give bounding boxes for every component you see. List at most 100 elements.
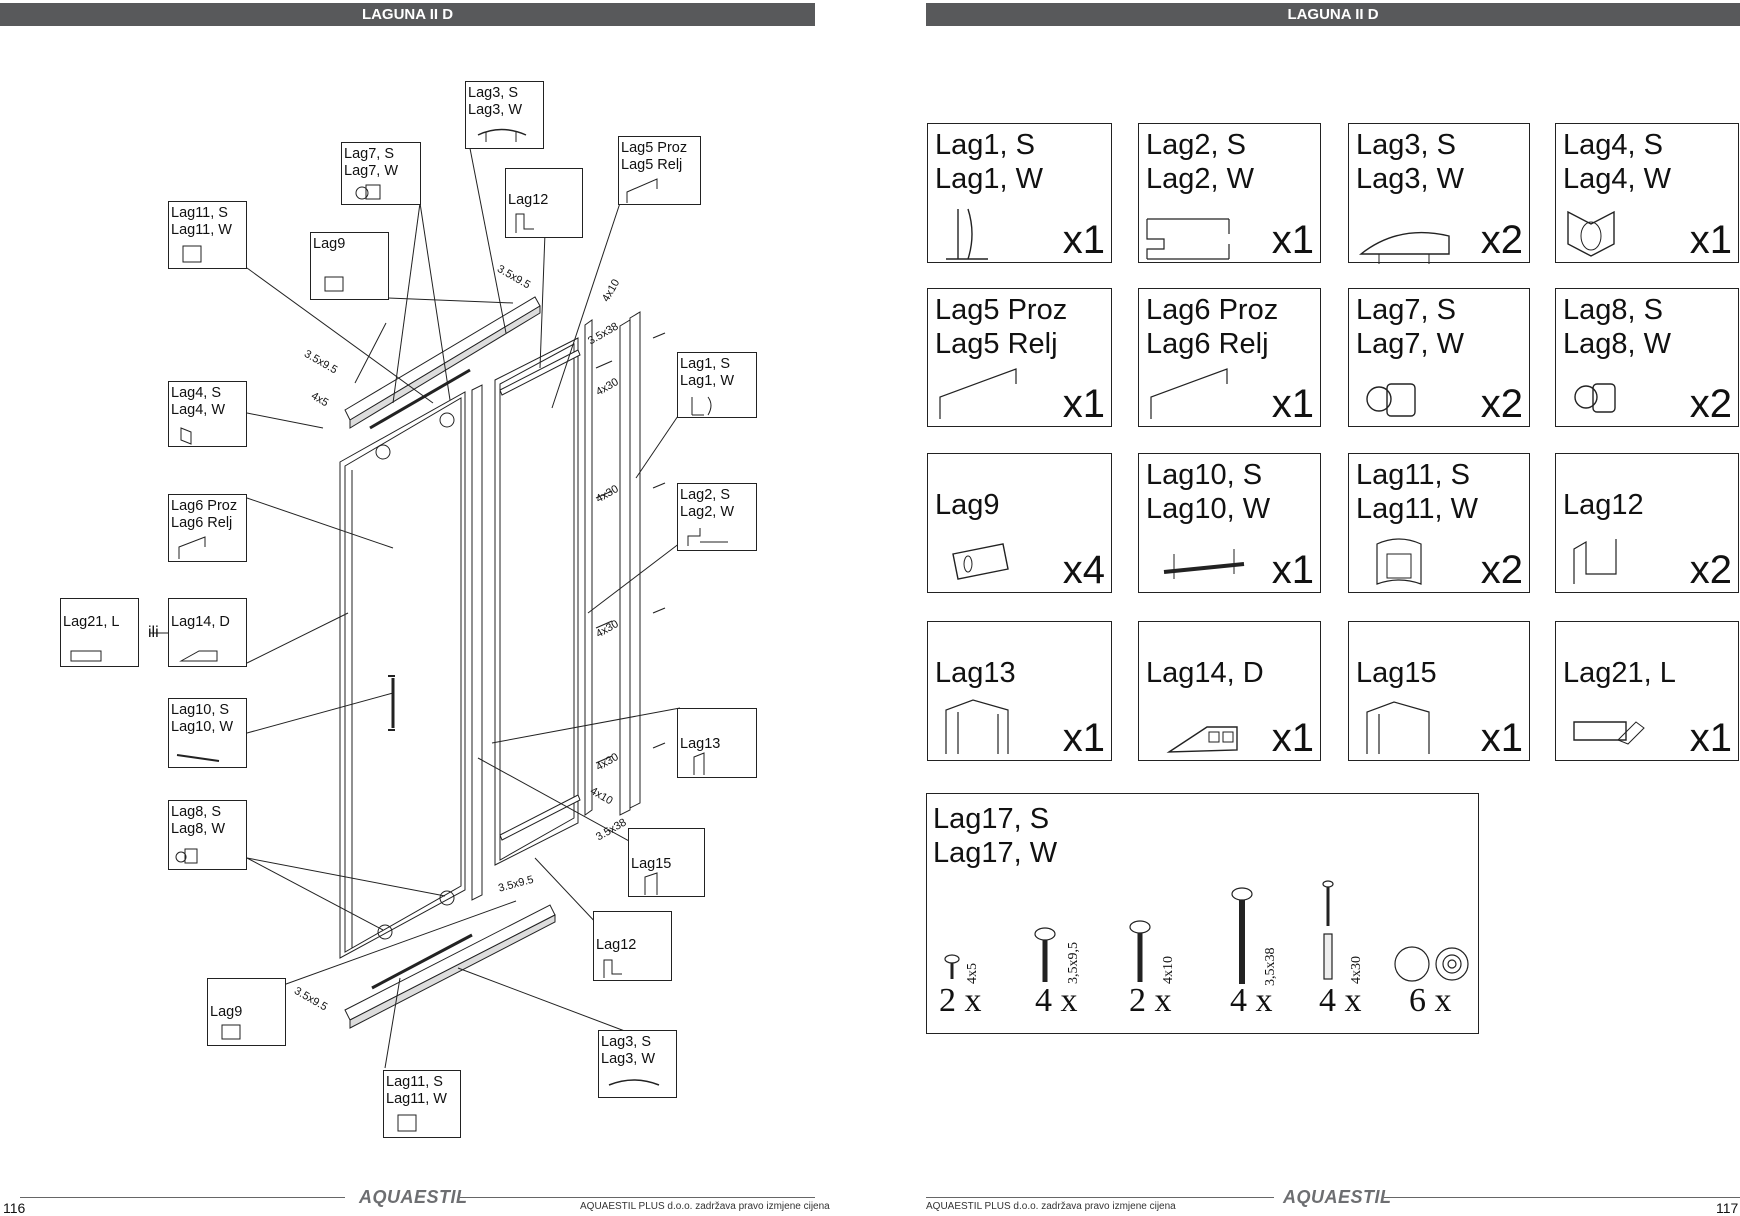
- label-line: Lag9: [313, 236, 346, 252]
- part-qty: x1: [1062, 716, 1105, 760]
- label-lag2: Lag2, S Lag2, W: [677, 483, 757, 551]
- label-line: Lag11, W: [386, 1091, 447, 1107]
- roller-icon: [175, 848, 198, 864]
- label-line: Lag5 Relj: [621, 157, 683, 173]
- label-line: Lag15: [631, 856, 672, 872]
- part-label: Lag2, S: [1146, 129, 1246, 161]
- label-line: Lag11, S: [171, 205, 228, 221]
- label-lag14: Lag14, D: [168, 598, 247, 667]
- title-line: Lag17, W: [933, 837, 1058, 869]
- label-line: Lag14, D: [171, 614, 230, 630]
- profile-icon: [691, 396, 712, 416]
- part-icon: [1163, 549, 1245, 579]
- label-lag1: Lag1, S Lag1, W: [677, 352, 757, 418]
- label-line: Lag2, S: [680, 487, 730, 503]
- part-icon: [1146, 218, 1230, 260]
- part-qty: x2: [1480, 382, 1523, 426]
- part-icon: [945, 699, 1009, 754]
- part-label: Lag13: [935, 657, 1016, 689]
- bracket-icon: [180, 427, 192, 445]
- label-line: Lag10, S: [171, 702, 230, 718]
- footer-line: [1384, 1197, 1740, 1198]
- part-qty: x1: [1062, 218, 1105, 262]
- label-line: Lag5 Proz: [621, 140, 688, 156]
- label-lag11-bot: Lag11, S Lag11, W: [383, 1070, 461, 1138]
- label-lag3-top: Lag3, S Lag3, W: [465, 81, 544, 149]
- hardware-qty: 4 x: [1319, 982, 1362, 1019]
- handle-icon: [176, 754, 220, 762]
- part-icon: [1166, 726, 1238, 753]
- label-line: Lag13: [680, 736, 721, 752]
- label-lag9-bot: Lag9: [207, 978, 286, 1046]
- glass-panel-icon: [626, 178, 658, 203]
- page-number-left: 116: [3, 1200, 26, 1216]
- label-line: Lag8, S: [171, 804, 221, 820]
- right-page-header: LAGUNA II D: [926, 3, 1740, 26]
- label-lag8: Lag8, S Lag8, W: [168, 800, 247, 870]
- label-lag7: Lag7, S Lag7, W: [341, 142, 421, 205]
- part-label: Lag9: [935, 489, 1000, 521]
- part-qty: x2: [1689, 548, 1732, 592]
- profile-icon: [693, 752, 705, 775]
- part-icon: [1358, 231, 1450, 264]
- profile-icon: [687, 528, 728, 546]
- part-qty: x2: [1689, 382, 1732, 426]
- label-lag3-bot: Lag3, S Lag3, W: [598, 1030, 677, 1098]
- part-label: Lag14, D: [1146, 657, 1264, 689]
- part-qty: x2: [1480, 548, 1523, 592]
- page-number-right: 117: [1716, 1200, 1739, 1216]
- part-label: Lag2, W: [1146, 163, 1254, 195]
- part-label: Lag21, L: [1563, 657, 1676, 689]
- part-icon: [952, 543, 1009, 580]
- exploded-assembly-diagram: [150, 132, 681, 1069]
- part-label: Lag1, S: [935, 129, 1035, 161]
- label-lag4: Lag4, S Lag4, W: [168, 381, 247, 447]
- label-line: Lag12: [508, 192, 549, 208]
- part-qty: x1: [1271, 218, 1314, 262]
- hardware-qty: 4 x: [1230, 982, 1273, 1019]
- part-icon: [1573, 539, 1617, 584]
- part-label: Lag8, S: [1563, 294, 1663, 326]
- part-label: Lag3, S: [1356, 129, 1456, 161]
- glass-panel-icon: [178, 536, 206, 559]
- guide-icon: [397, 1114, 417, 1132]
- guide-icon: [182, 245, 202, 263]
- part-label: Lag5 Relj: [935, 328, 1058, 360]
- part-label: Lag10, W: [1146, 493, 1271, 525]
- hardware-size: 3,5x38: [1263, 947, 1278, 987]
- part-label: Lag7, W: [1356, 328, 1464, 360]
- label-line: Lag4, S: [171, 385, 221, 401]
- label-line: Lag9: [210, 1004, 243, 1020]
- part-label: Lag8, W: [1563, 328, 1671, 360]
- label-line: Lag6 Proz: [171, 498, 238, 514]
- profile-icon: [179, 650, 218, 662]
- part-icon: [1366, 701, 1430, 754]
- label-line: Lag10, W: [171, 719, 234, 735]
- part-icon: [1376, 538, 1422, 585]
- stopper-icon: [324, 276, 344, 292]
- label-lag13: Lag13: [677, 708, 757, 778]
- label-lag6: Lag6 Proz Lag6 Relj: [168, 494, 247, 562]
- label-line: Lag3, W: [601, 1051, 655, 1067]
- label-line: Lag1, W: [680, 373, 734, 389]
- hardware-qty: 2 x: [1129, 982, 1172, 1019]
- part-label: Lag11, W: [1356, 493, 1478, 525]
- profile-icon: [608, 1079, 660, 1086]
- hardware-qty: 4 x: [1035, 982, 1078, 1019]
- hardware-box-lag17: Lag17, S Lag17, W 4x5 3,5x9,5 4x10 3,5x3…: [926, 793, 1479, 1034]
- hardware-size: 4x30: [1349, 956, 1364, 984]
- hardware-title: Lag17, S Lag17, W: [933, 802, 1057, 870]
- part-qty: x4: [1062, 548, 1105, 592]
- label-line: Lag3, S: [601, 1034, 651, 1050]
- label-line: Lag2, W: [680, 504, 734, 520]
- label-line: Lag4, W: [171, 402, 225, 418]
- footer-line: [20, 1197, 345, 1198]
- part-label: Lag6 Proz: [1146, 294, 1279, 326]
